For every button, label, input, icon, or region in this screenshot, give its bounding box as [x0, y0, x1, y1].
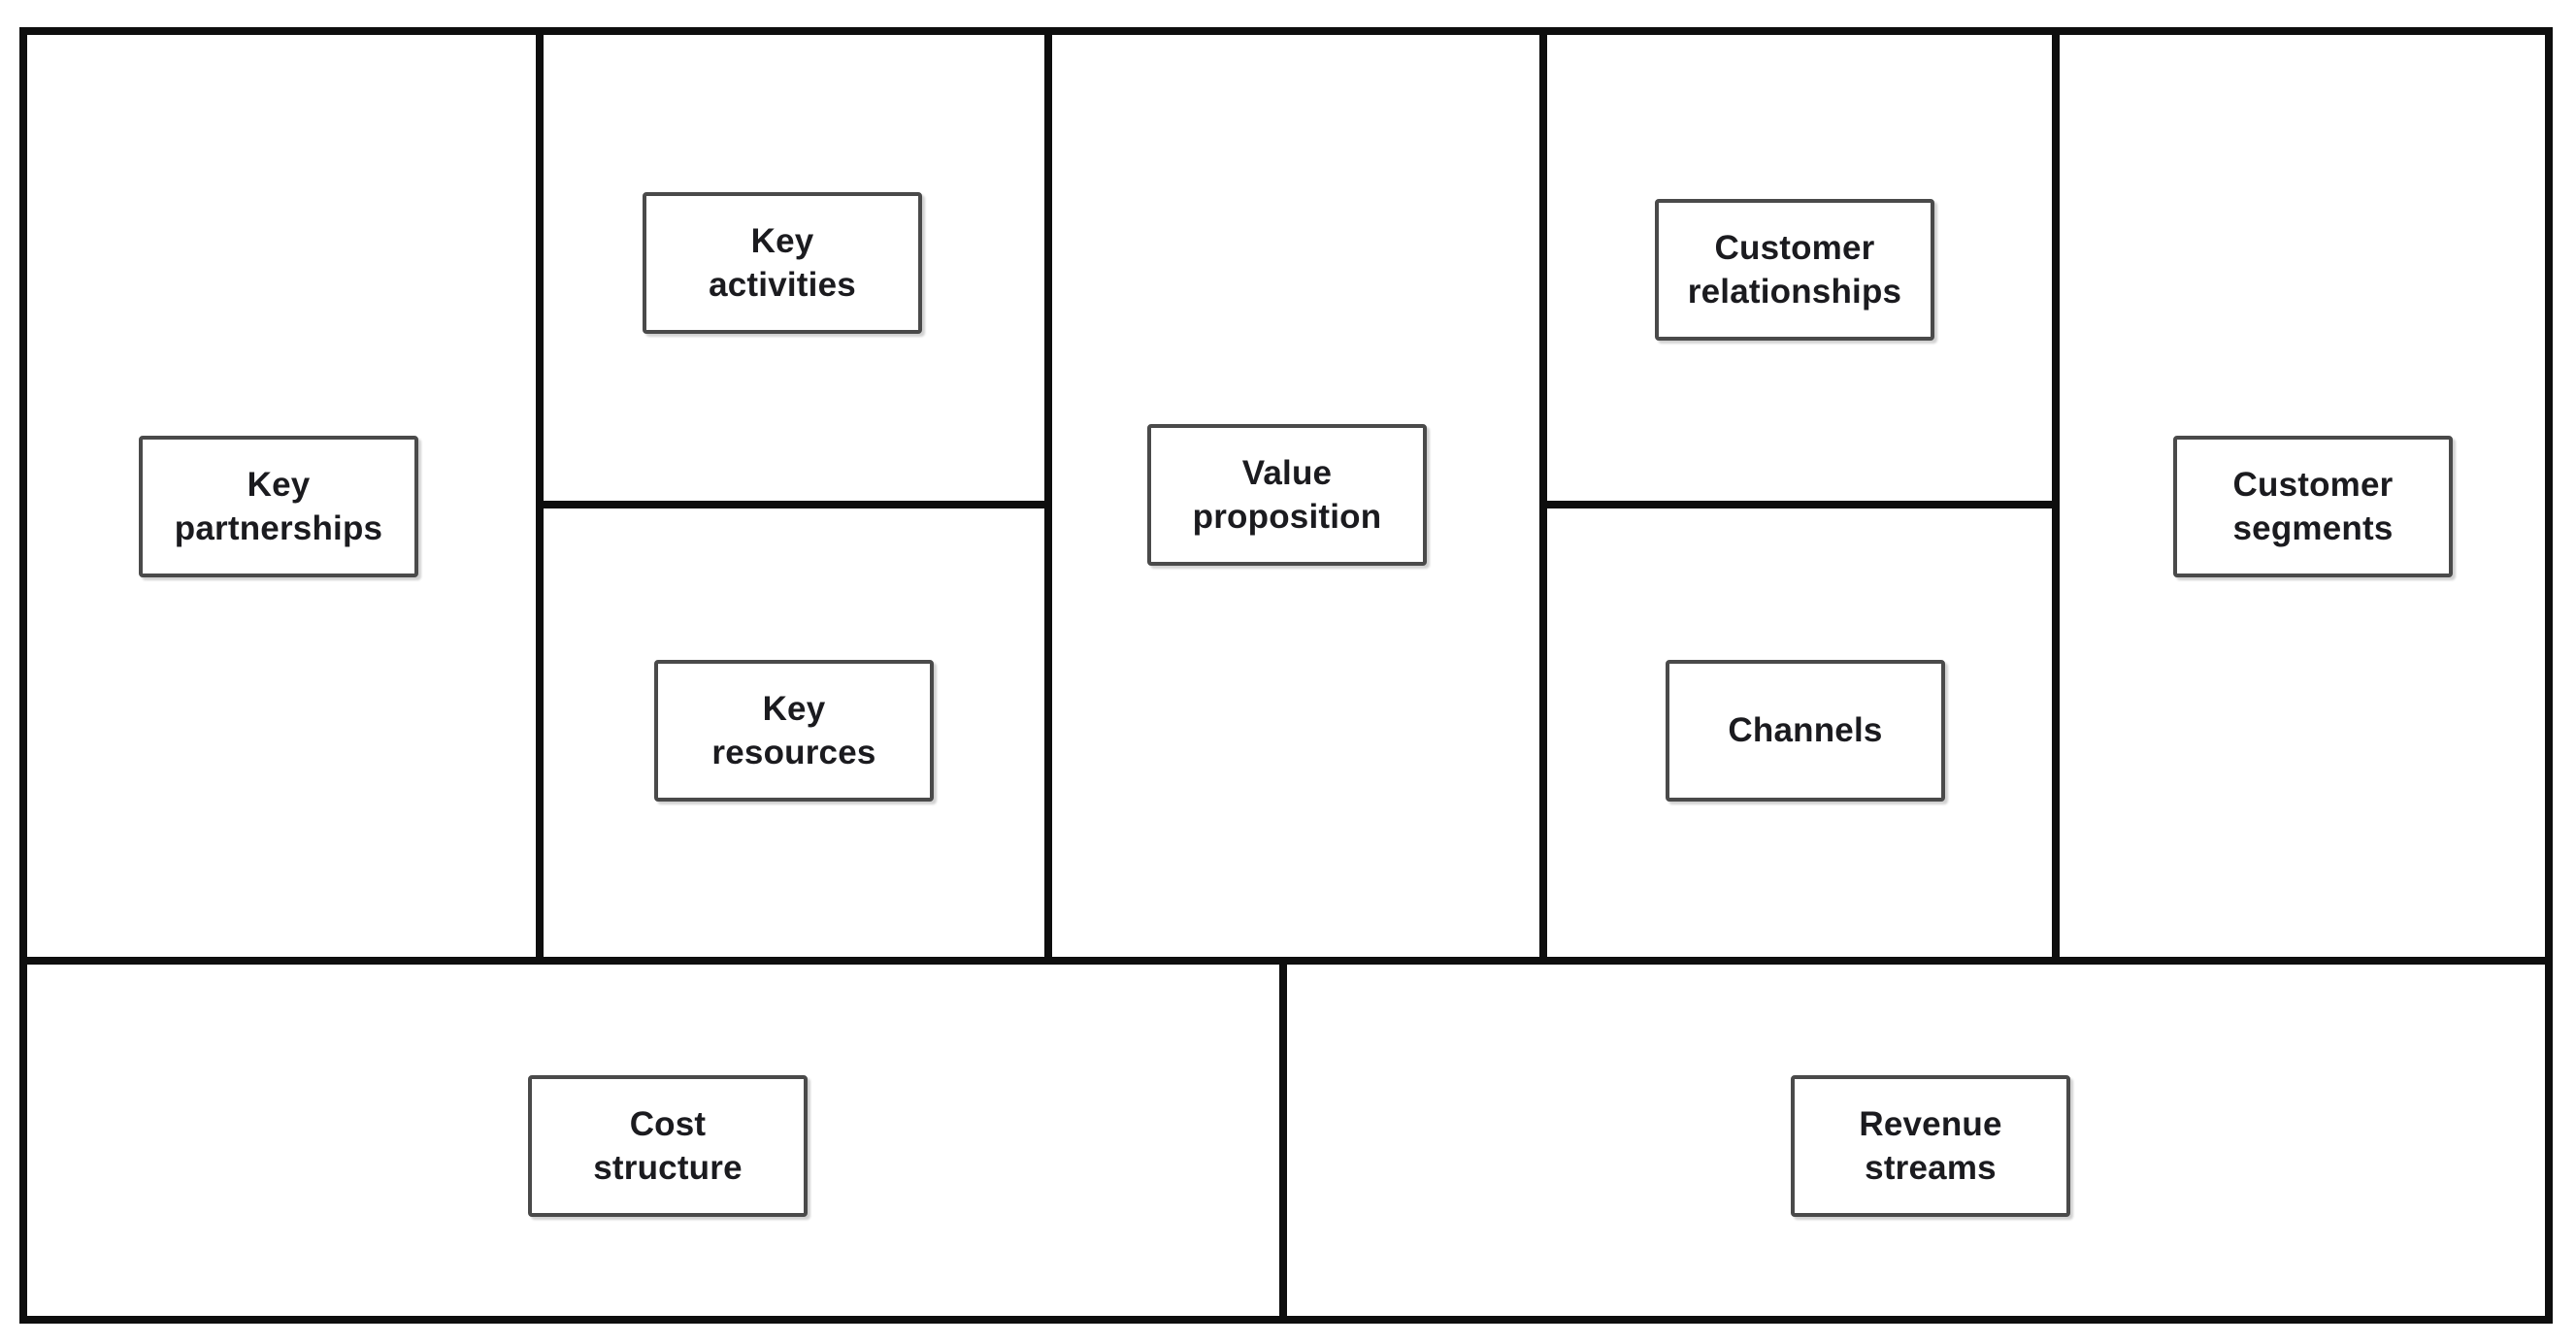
value-proposition-label: Value proposition — [1192, 453, 1382, 537]
key-partnerships-label: Key partnerships — [174, 465, 383, 548]
key-resources-label: Key resources — [711, 689, 876, 772]
divider-col1-col2 — [536, 35, 544, 965]
customer-segments-box: Customer segments — [2173, 436, 2453, 577]
channels-box: Channels — [1666, 660, 1945, 802]
customer-segments-label: Customer segments — [2232, 465, 2394, 548]
revenue-streams-box: Revenue streams — [1791, 1075, 2070, 1217]
cost-structure-label: Cost structure — [593, 1104, 743, 1188]
key-activities-box: Key activities — [643, 192, 922, 334]
value-proposition-box: Value proposition — [1147, 424, 1427, 566]
cost-structure-box: Cost structure — [528, 1075, 808, 1217]
key-activities-label: Key activities — [709, 221, 856, 305]
canvas-frame: Key partnerships Key activities Key reso… — [19, 27, 2553, 1324]
key-resources-box: Key resources — [654, 660, 934, 802]
key-partnerships-box: Key partnerships — [139, 436, 418, 577]
divider-cost-structure-revenue-streams — [1279, 965, 1287, 1316]
divider-col2-col3 — [1044, 35, 1052, 965]
channels-label: Channels — [1728, 711, 1883, 750]
divider-top-section-bottom-row — [27, 957, 2545, 965]
customer-relationships-label: Customer relationships — [1687, 228, 1902, 311]
divider-col4-col5 — [2052, 35, 2060, 965]
revenue-streams-label: Revenue streams — [1859, 1104, 2002, 1188]
divider-col3-col4 — [1539, 35, 1547, 965]
customer-relationships-box: Customer relationships — [1655, 199, 1934, 341]
divider-key-activities-key-resources — [536, 501, 1052, 508]
divider-customer-relationships-channels — [1539, 501, 2060, 508]
